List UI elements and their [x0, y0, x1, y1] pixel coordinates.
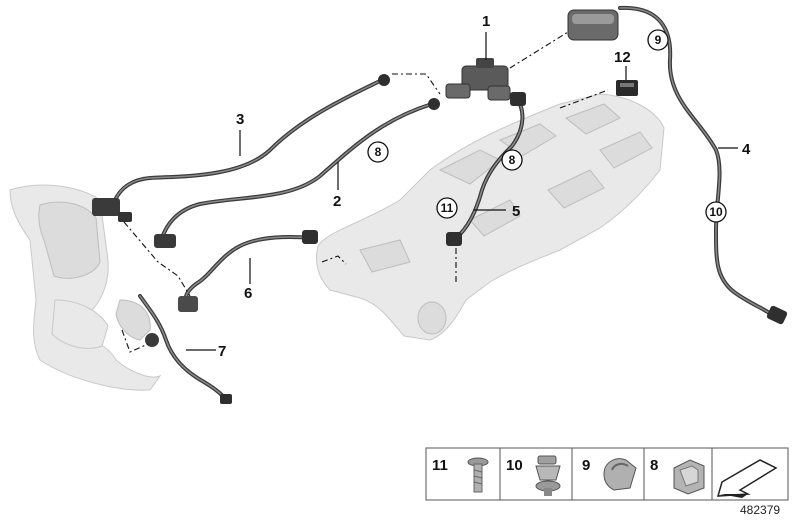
hose-2: [154, 98, 440, 248]
connection-lines: [121, 31, 609, 353]
bolt-icon: [467, 457, 489, 493]
legend-item-8: 8: [650, 457, 705, 495]
turbocharger-ghost: [9, 184, 162, 391]
callouts: 1 3 2 4 5 6 7 12: [218, 13, 751, 360]
canister-filter: [567, 9, 619, 41]
diagram-reference-number: 482379: [740, 503, 780, 517]
hose-clip-icon: [603, 458, 637, 491]
svg-text:11: 11: [441, 201, 454, 215]
parts-legend: 11 10 9: [425, 447, 789, 501]
spring-clip-icon: [673, 459, 705, 495]
circled-ref-8-lower: 8: [501, 149, 523, 171]
expanding-clip-icon: [535, 455, 561, 496]
callout-3: 3: [236, 111, 244, 128]
svg-text:11: 11: [432, 457, 448, 474]
callout-7: 7: [218, 343, 226, 360]
svg-text:8: 8: [650, 457, 658, 474]
intake-manifold-ghost: [316, 93, 665, 341]
circled-refs: 9 8 8 11 10: [367, 29, 727, 223]
callout-12: 12: [614, 49, 631, 66]
hose-7: [138, 294, 232, 404]
bracket-12: [616, 80, 638, 96]
svg-text:9: 9: [655, 33, 662, 47]
svg-text:9: 9: [582, 457, 590, 474]
circled-ref-11: 11: [436, 197, 458, 219]
callout-4: 4: [742, 141, 751, 158]
legend-item-11: 11: [432, 457, 489, 493]
svg-text:8: 8: [375, 145, 382, 159]
circled-ref-10: 10: [705, 201, 727, 223]
circled-ref-9: 9: [647, 29, 669, 51]
hose-3: [92, 74, 390, 222]
circled-ref-8-upper: 8: [367, 141, 389, 163]
callout-5: 5: [512, 203, 520, 220]
valve-assembly: [445, 58, 511, 101]
callout-6: 6: [244, 285, 252, 302]
legend-item-10: 10: [506, 455, 561, 496]
svg-text:10: 10: [506, 457, 523, 474]
svg-text:8: 8: [509, 153, 516, 167]
callout-2: 2: [333, 193, 341, 210]
callout-1: 1: [482, 13, 490, 30]
legend-item-9: 9: [582, 457, 637, 491]
hose-6: [178, 230, 318, 312]
direction-arrow-icon: [716, 459, 778, 498]
hose-5: [446, 92, 526, 246]
hose-4-end-connector: [766, 305, 788, 325]
svg-text:10: 10: [709, 205, 723, 219]
leader-lines: [186, 32, 738, 351]
hose-4: [618, 5, 778, 320]
